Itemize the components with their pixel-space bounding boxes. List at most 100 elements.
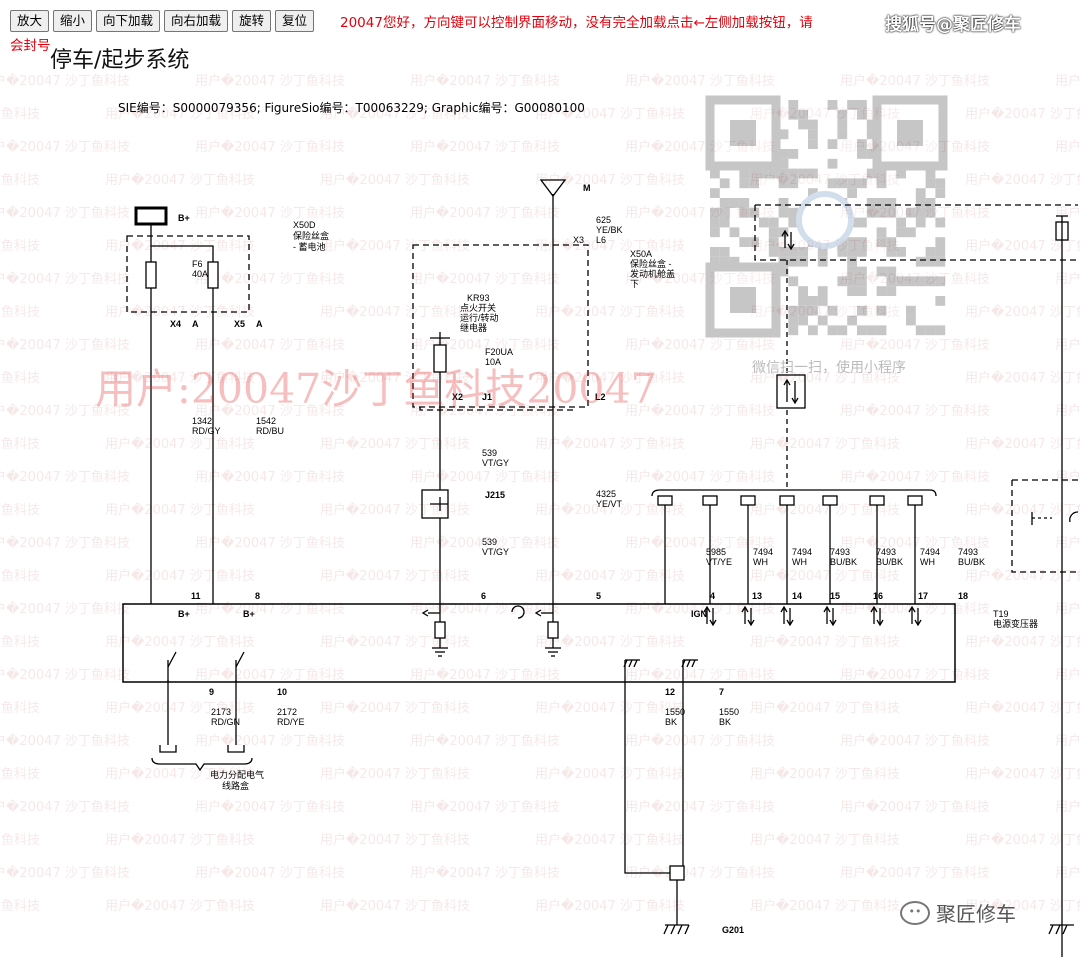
watermark-text: 用户�20047 沙丁鱼科技 [105,437,255,452]
fuse-icon [145,261,157,289]
ground-icons [623,659,698,668]
wire-1542-label: RD/BU [256,426,284,436]
watermark-text: 用户�20047 沙丁鱼科技 [965,173,1080,188]
pin-label: 11 [191,591,201,601]
watermark-text: 用户�20047 沙丁鱼科技 [1055,800,1080,815]
x50a-label: 发动机舱盖 [630,268,675,279]
watermark-text: 用户�20047 沙丁鱼科技 [0,404,130,419]
watermark-text: 用户�20047 沙丁鱼科技 [625,536,775,551]
x2-label: X2 [452,392,463,402]
relay-coil-icon [430,332,450,339]
watermark-text: 用户�20047 沙丁鱼科技 [535,503,685,518]
wire-7493-label: 7493 [830,547,850,557]
switch-icon [167,651,245,682]
watermark-text: 用户�20047 沙丁鱼科技 [0,569,40,584]
battery-plus-label: B+ [178,213,190,223]
connector-pins [657,495,923,506]
wire-1342-label: RD/GY [192,426,221,436]
watermark-text: 用户�20047 沙丁鱼科技 [750,833,900,848]
zoom-in-button[interactable]: 放大 [10,10,50,32]
watermark-text: 用户�20047 沙丁鱼科技 [625,272,775,287]
watermark-text: 用户�20047 沙丁鱼科技 [750,635,900,650]
watermark-text: 用户�20047 沙丁鱼科技 [105,173,255,188]
relay-kr93-label: 继电器 [460,322,487,333]
watermark-text: 用户�20047 沙丁鱼科技 [965,305,1080,320]
watermark-text: 用户�20047 沙丁鱼科技 [0,107,40,122]
battery-icon [134,206,168,226]
diagram-id-line: SIE编号：S0000079356; FigureSio编号：T00063229… [118,101,585,115]
load-right-button[interactable]: 向右加载 [164,10,229,32]
watermark-text: 用户�20047 沙丁鱼科技 [1055,536,1080,551]
wire-1550-label: BK [719,717,731,727]
watermark-text: 用户�20047 沙丁鱼科技 [320,371,470,386]
watermark-text: 用户�20047 沙丁鱼科技 [1055,140,1080,155]
watermark-text: 用户�20047 沙丁鱼科技 [410,602,560,617]
watermark-text: 用户�20047 沙丁鱼科技 [410,272,560,287]
watermark-text: 用户�20047 沙丁鱼科技 [750,103,900,122]
watermark-text: 用户�20047 沙丁鱼科技 [0,635,40,650]
antenna-m-label: M [583,183,591,193]
watermark-text: 用户�20047 沙丁鱼科技 [0,206,130,221]
wire-7494-label: WH [792,557,807,567]
wire-539-label: VT/GY [482,458,509,468]
watermark-text: 用户�20047 沙丁鱼科技 [535,635,685,650]
pin-label: 10 [277,687,287,697]
watermark-text: 用户�20047 沙丁鱼科技 [625,470,775,485]
watermark-text: 用户�20047 沙丁鱼科技 [410,800,560,815]
pin-function-label: B+ [178,609,190,619]
watermark-text: 用户�20047 沙丁鱼科技 [410,74,560,89]
watermark-text: 用户�20047 沙丁鱼科技 [320,767,470,782]
watermark-text: 用户�20047 沙丁鱼科技 [410,404,560,419]
pin-label: 13 [752,591,762,601]
fuse-icon [207,261,219,289]
watermark-text: 用户�20047 沙丁鱼科技 [840,602,990,617]
load-down-button[interactable]: 向下加载 [96,10,161,32]
wire-2173-label: RD/GN [211,717,240,727]
wire-7493-label: BU/BK [830,557,857,567]
watermark-text: 用户�20047 沙丁鱼科技 [535,305,685,320]
watermark-text: 用户�20047 沙丁鱼科技 [195,272,345,287]
j1-label: J1 [482,392,492,402]
watermark-text: 用户�20047 沙丁鱼科技 [1055,206,1080,221]
j215-label: J215 [485,490,505,500]
watermark-text: 用户�20047 沙丁鱼科技 [320,701,470,716]
wire-7493-label: 7493 [958,547,978,557]
watermark-text: 用户�20047 沙丁鱼科技 [625,140,775,155]
fuse-f6-label: 40A [192,269,208,279]
watermark-text: 用户�20047 沙丁鱼科技 [410,140,560,155]
watermark-text: 用户�20047 沙丁鱼科技 [320,569,470,584]
x50d-label: 保险丝盒 [293,230,329,241]
x50d-label: X50D [293,220,316,230]
qr-caption: 微信扫一扫，使用小程序 [752,360,906,376]
x4-label: A [192,319,199,329]
zoom-out-button[interactable]: 缩小 [53,10,93,32]
wire-4325-label: 4325 [596,489,616,499]
wire-1550-label: BK [665,717,677,727]
watermark-text: 用户�20047 沙丁鱼科技 [410,470,560,485]
watermark-text: 用户�20047 沙丁鱼科技 [0,701,40,716]
watermark-text: 用户�20047 沙丁鱼科技 [965,437,1080,452]
watermark-text: 用户�20047 沙丁鱼科技 [0,734,130,749]
watermark-text: 用户�20047 沙丁鱼科技 [195,206,345,221]
watermark-text: 用户�20047 沙丁鱼科技 [535,569,685,584]
x3-label: X3 [573,235,584,245]
watermark-text: 用户�20047 沙丁鱼科技 [195,338,345,353]
watermark-text: 用户�20047 沙丁鱼科技 [105,635,255,650]
watermark-text: 用户�20047 沙丁鱼科技 [535,767,685,782]
pin-label: 8 [255,591,260,601]
watermark-text: 用户�20047 沙丁鱼科技 [0,866,130,881]
watermark-text: 用户�20047 沙丁鱼科技 [965,833,1080,848]
watermark-text: 用户�20047 沙丁鱼科技 [625,800,775,815]
watermark-text: 用户�20047 沙丁鱼科技 [965,371,1080,386]
reset-button[interactable]: 复位 [275,10,315,32]
wire-2173-label: 2173 [211,707,231,717]
watermark-text: 用户�20047 沙丁鱼科技 [320,173,470,188]
connector-bracket [651,260,937,497]
wire-625-label: 625 [596,215,611,225]
l2-label: L2 [595,392,606,402]
watermark-text: 用户�20047 沙丁鱼科技 [0,899,40,914]
wire-4325-label: YE/VT [596,499,623,509]
wire-2172-label: 2172 [277,707,297,717]
wires [150,194,1063,957]
rotate-button[interactable]: 旋转 [232,10,272,32]
